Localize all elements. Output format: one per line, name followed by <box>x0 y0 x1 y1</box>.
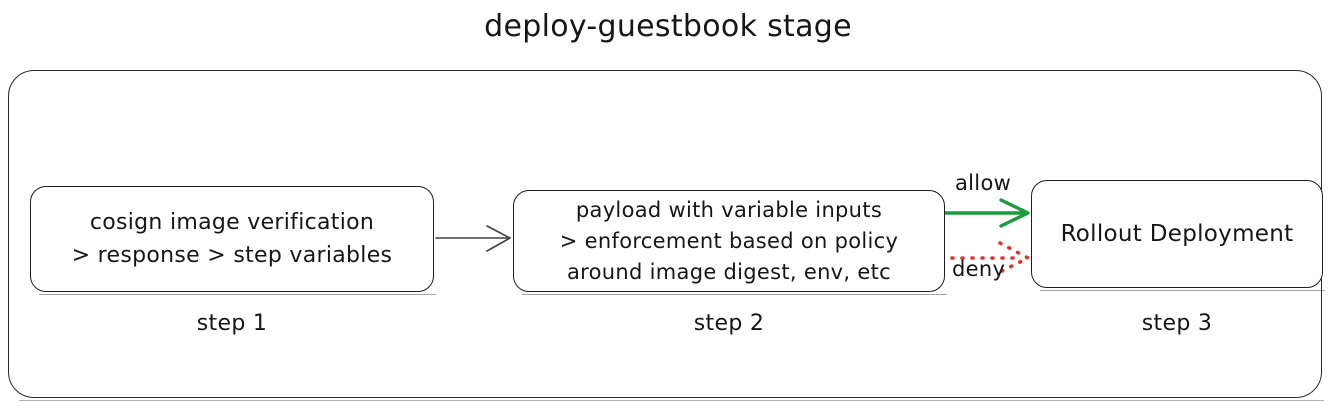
step-box-2-text: payload with variable inputs > enforceme… <box>559 197 899 284</box>
step-caption-1: step 1 <box>196 311 268 336</box>
step-box-1[interactable]: cosign image verification > response > s… <box>30 186 436 295</box>
page-title: deploy-guestbook stage <box>484 9 852 44</box>
step-box-1-text: cosign image verification > response > s… <box>71 210 393 268</box>
step-box-3[interactable]: Rollout Deployment <box>1031 180 1325 291</box>
edge-label-allow: allow <box>955 171 1012 195</box>
step-caption-2: step 2 <box>693 311 765 336</box>
step-box-2[interactable]: payload with variable inputs > enforceme… <box>513 190 947 295</box>
step-box-3-text: Rollout Deployment <box>1060 221 1294 247</box>
step-caption-3: step 3 <box>1141 311 1213 336</box>
edge-label-deny: deny <box>952 257 1006 281</box>
